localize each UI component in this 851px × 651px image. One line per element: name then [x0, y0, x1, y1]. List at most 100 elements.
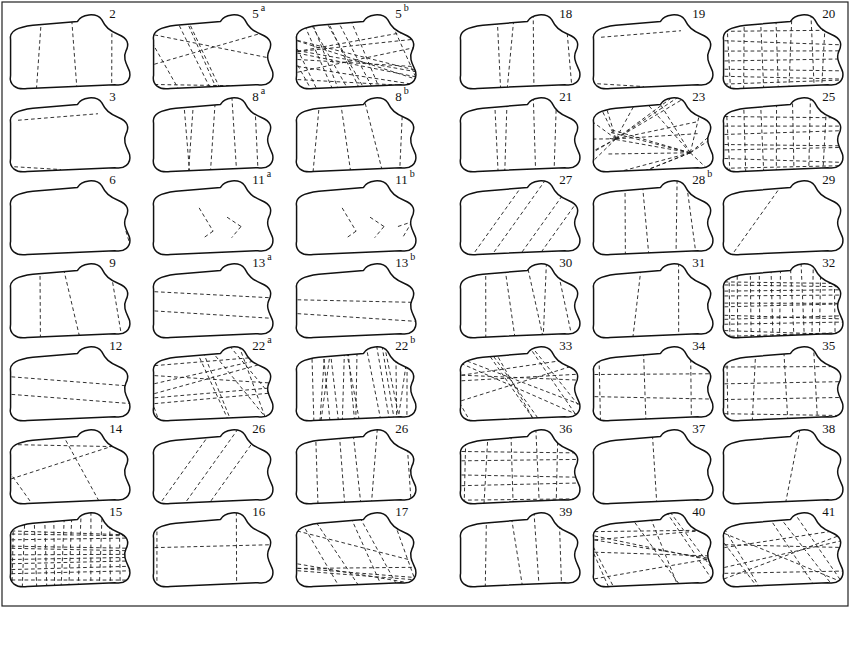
bone-outline — [460, 347, 580, 421]
cut-mark — [455, 459, 585, 461]
cut-mark — [591, 59, 615, 139]
bone-outline — [723, 181, 843, 255]
bone-outline — [296, 347, 416, 421]
cut-mark — [375, 227, 384, 238]
cut-marks — [315, 429, 411, 507]
cut-mark — [199, 208, 213, 231]
figure-number: 23 — [692, 90, 705, 103]
cut-mark — [109, 263, 122, 341]
cut-mark — [490, 180, 546, 258]
cut-mark — [5, 571, 135, 574]
cut-marks — [497, 14, 572, 92]
cut-mark — [132, 346, 160, 424]
bone-outline — [296, 513, 416, 587]
bone-outline — [723, 347, 843, 421]
cut-mark — [532, 138, 616, 140]
cut-mark — [718, 382, 848, 384]
bone-outline-group — [460, 263, 580, 341]
cut-mark — [616, 96, 688, 139]
figure-number: 36 — [559, 422, 572, 435]
figure-number: 5 — [395, 7, 402, 20]
cut-mark — [718, 290, 848, 291]
cut-mark — [61, 512, 65, 590]
cut-mark — [148, 34, 278, 60]
cut-marks — [588, 346, 718, 424]
figure-variant-letter: a — [267, 335, 271, 345]
cut-marks — [718, 97, 848, 175]
bone-outline-group — [427, 346, 593, 424]
bone-outline — [723, 98, 843, 172]
bone-outline — [460, 264, 580, 338]
bone-outline-group — [460, 97, 580, 175]
cut-marks — [313, 97, 403, 175]
cut-marks — [136, 14, 278, 92]
cut-mark — [556, 139, 616, 197]
cut-mark — [718, 50, 848, 51]
cut-mark — [533, 14, 535, 92]
bone-outline-group — [455, 429, 585, 507]
cut-mark — [718, 30, 848, 31]
figure-number: 3 — [109, 90, 116, 103]
cut-mark — [718, 41, 848, 46]
cut-mark — [676, 180, 677, 258]
cut-mark — [321, 346, 332, 424]
cut-mark — [548, 89, 616, 138]
cut-mark — [625, 180, 626, 258]
cut-mark — [504, 263, 515, 341]
cut-mark — [5, 561, 135, 564]
cut-mark — [718, 144, 848, 145]
cut-mark — [291, 39, 421, 81]
cut-mark — [726, 14, 730, 92]
bone-outline — [296, 181, 416, 255]
figure-variant-letter: b — [410, 335, 415, 345]
cut-mark — [608, 138, 690, 153]
figure-number: 8 — [252, 90, 259, 103]
bone-outline-group — [718, 14, 848, 92]
cut-mark — [464, 429, 466, 507]
figure-number: 21 — [559, 90, 572, 103]
figure-variant-letter: a — [267, 169, 271, 179]
cut-mark — [690, 346, 692, 424]
cut-mark — [5, 376, 135, 386]
cut-mark — [690, 106, 760, 152]
cut-mark — [533, 97, 535, 175]
cut-mark — [5, 557, 135, 559]
cut-mark — [291, 570, 421, 580]
bone-outline-group — [10, 181, 130, 255]
bone-outline-group — [296, 97, 416, 175]
cut-mark — [588, 396, 718, 399]
cut-mark — [759, 263, 761, 341]
cut-mark — [718, 532, 848, 581]
figure-number: 2 — [109, 7, 116, 20]
cut-mark — [455, 356, 585, 406]
figure-number: 37 — [692, 422, 705, 435]
cut-mark — [643, 346, 646, 424]
cut-mark — [364, 97, 384, 175]
bone-outline-group — [593, 180, 713, 258]
cut-mark — [790, 263, 794, 341]
bone-outline — [10, 347, 130, 421]
cut-mark — [616, 134, 700, 139]
figure-number: 26 — [252, 422, 265, 435]
cut-marks — [427, 346, 593, 424]
cut-marks — [183, 97, 258, 175]
cut-mark — [718, 147, 848, 150]
cut-mark — [819, 263, 820, 341]
bone-outline — [296, 264, 416, 338]
cut-mark — [148, 392, 278, 404]
cut-mark — [5, 444, 135, 447]
figure-variant-letter: b — [707, 169, 712, 179]
cut-mark — [210, 97, 215, 175]
cut-mark — [204, 231, 213, 238]
cut-mark — [148, 356, 278, 386]
cut-mark — [588, 373, 718, 375]
bone-outline-group — [460, 180, 592, 258]
figure-number: 11 — [395, 173, 408, 186]
cut-mark — [182, 429, 238, 507]
figure-number: 14 — [109, 422, 122, 435]
cut-mark — [22, 512, 25, 590]
figure-number: 6 — [109, 173, 116, 186]
bone-outline — [10, 264, 130, 338]
figure-number: 27 — [559, 173, 572, 186]
